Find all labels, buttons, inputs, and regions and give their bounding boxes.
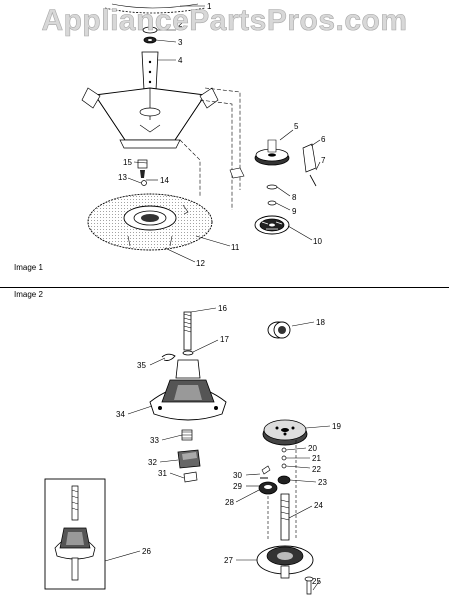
callout-9: 9 xyxy=(292,207,297,216)
image2-leaders xyxy=(104,307,331,591)
callout-7: 7 xyxy=(321,156,326,165)
callout-12: 12 xyxy=(196,259,205,268)
callout-6: 6 xyxy=(321,135,326,144)
callout-11: 11 xyxy=(231,243,240,252)
callout-23: 23 xyxy=(318,478,327,487)
callout-31: 31 xyxy=(158,469,167,478)
callout-33: 33 xyxy=(150,436,159,445)
callout-22: 22 xyxy=(312,465,321,474)
callout-numbers: 1 2 3 4 5 6 7 8 9 10 11 12 13 14 15 16 1… xyxy=(116,2,341,586)
callout-24: 24 xyxy=(314,501,323,510)
callout-30: 30 xyxy=(233,471,242,480)
callout-13: 13 xyxy=(118,173,127,182)
callout-32: 32 xyxy=(148,458,157,467)
callout-2: 2 xyxy=(178,20,183,29)
callout-17: 17 xyxy=(220,335,229,344)
callout-18: 18 xyxy=(316,318,325,327)
callout-26: 26 xyxy=(142,547,151,556)
callout-1: 1 xyxy=(207,2,212,11)
image1-drawing xyxy=(81,3,317,251)
image1-leaders xyxy=(127,5,321,263)
callout-20: 20 xyxy=(308,444,317,453)
callout-19: 19 xyxy=(332,422,341,431)
image2-drawing xyxy=(44,311,314,595)
section-divider xyxy=(0,287,449,288)
callout-29: 29 xyxy=(233,482,242,491)
callout-35: 35 xyxy=(137,361,146,370)
callout-27: 27 xyxy=(224,556,233,565)
callout-3: 3 xyxy=(178,38,183,47)
callout-8: 8 xyxy=(292,193,297,202)
image1-label: Image 1 xyxy=(14,263,43,272)
callout-14: 14 xyxy=(160,176,169,185)
callout-25: 25 xyxy=(312,577,321,586)
callout-5: 5 xyxy=(294,122,299,131)
callout-28: 28 xyxy=(225,498,234,507)
callout-21: 21 xyxy=(312,454,321,463)
callout-34: 34 xyxy=(116,410,125,419)
callout-10: 10 xyxy=(313,237,322,246)
callout-4: 4 xyxy=(178,56,183,65)
image2-label: Image 2 xyxy=(14,290,43,299)
callout-16: 16 xyxy=(218,304,227,313)
callout-15: 15 xyxy=(123,158,132,167)
